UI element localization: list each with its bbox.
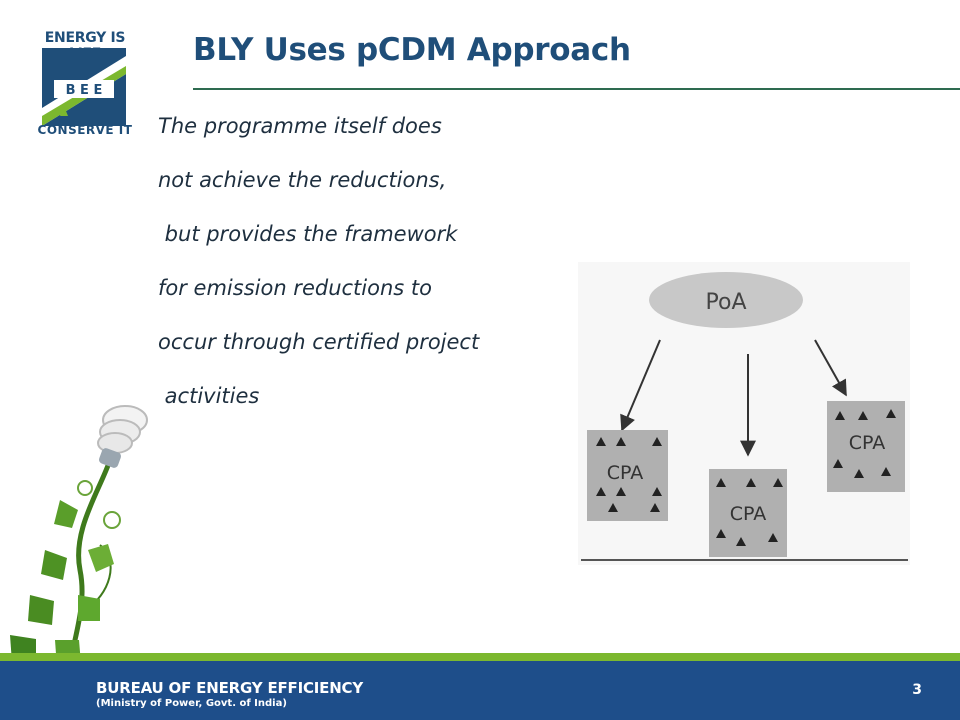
footer-accent-stripe: [0, 653, 960, 661]
cpa-label: CPA: [849, 432, 886, 454]
title-underline: [193, 88, 960, 90]
logo-middle-text: B E E: [66, 83, 103, 98]
logo-bottom-text: CONSERVE IT: [37, 123, 133, 137]
body-line: for emission reductions to: [158, 276, 432, 300]
footer-band: BUREAU OF ENERGY EFFICIENCY (Ministry of…: [0, 661, 960, 720]
triangle-markers: [596, 437, 662, 512]
bee-emblem-icon: B E E: [42, 48, 126, 126]
poa-label: PoA: [706, 290, 747, 315]
cpa-box-right: CPA: [827, 401, 905, 492]
cpa-box-left: CPA: [587, 430, 668, 521]
poa-ellipse: [649, 272, 803, 328]
body-line: occur through certified project: [158, 330, 480, 354]
bee-logo: ENERGY IS LIFE B E E CONSERVE IT: [30, 30, 140, 140]
body-line: but provides the framework: [158, 222, 458, 246]
body-line: not achieve the reductions,: [158, 168, 447, 192]
body-text: The programme itself does not achieve th…: [158, 114, 578, 438]
logo-emblem: B E E: [42, 48, 126, 126]
page-number: 3: [912, 682, 922, 698]
triangle-markers: [716, 478, 783, 546]
footer-subtitle: (Ministry of Power, Govt. of India): [96, 698, 287, 709]
body-line: activities: [158, 384, 260, 408]
cpa-label: CPA: [730, 503, 767, 525]
cpa-label: CPA: [607, 462, 644, 484]
bulb-icon: [97, 405, 148, 468]
arrow-right: [814, 339, 847, 397]
triangle-markers: [833, 409, 896, 478]
arrow-left: [620, 339, 661, 432]
footer-title: BUREAU OF ENERGY EFFICIENCY: [96, 679, 364, 697]
body-line: The programme itself does: [158, 114, 442, 138]
slide-title: BLY Uses pCDM Approach: [193, 32, 631, 68]
cpa-box-center: CPA: [709, 469, 787, 557]
poa-cpa-diagram: PoA CPA CPA CPA: [578, 262, 910, 565]
